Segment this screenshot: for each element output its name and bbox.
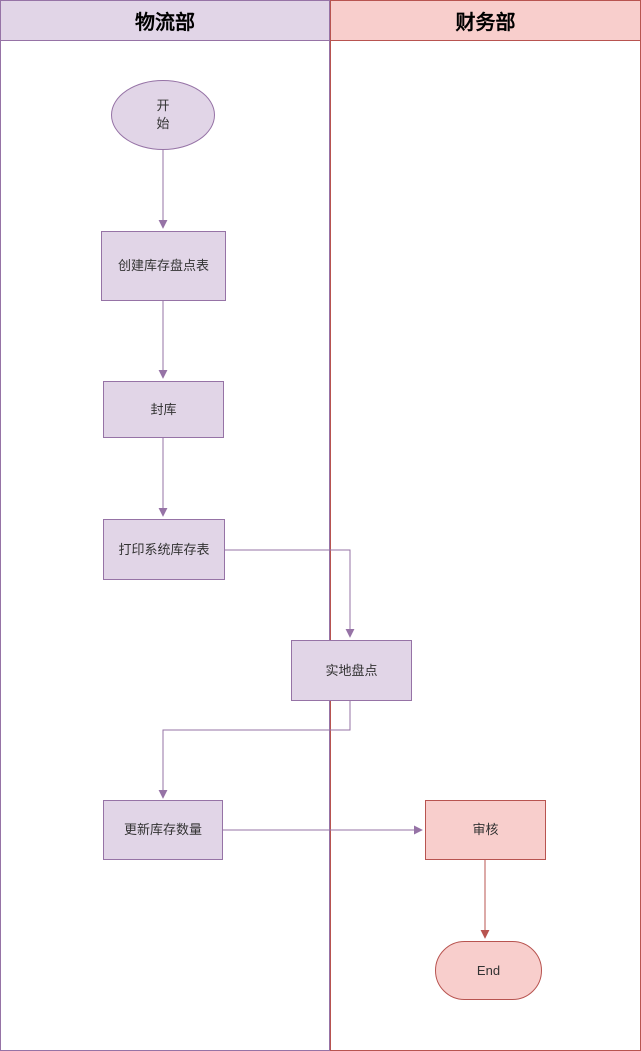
node-create-inventory-sheet-label: 创建库存盘点表: [117, 258, 209, 274]
node-start-label: 开始: [156, 98, 170, 131]
node-seal-warehouse: 封库: [103, 381, 224, 438]
lane-logistics: 物流部: [0, 0, 330, 1051]
node-update-inventory-qty: 更新库存数量: [103, 800, 223, 860]
lane-header-logistics: 物流部: [1, 1, 329, 41]
lane-logistics-title: 物流部: [135, 12, 195, 34]
node-audit-label: 审核: [472, 822, 499, 838]
lane-finance-title: 财务部: [455, 12, 516, 34]
node-print-system-inventory: 打印系统库存表: [103, 519, 225, 580]
lane-header-finance: 财务部: [331, 1, 640, 41]
node-seal-warehouse-label: 封库: [150, 401, 177, 417]
node-physical-count-label: 实地盘点: [325, 662, 378, 678]
node-physical-count: 实地盘点: [291, 640, 412, 701]
node-start: 开始: [111, 80, 215, 150]
lane-finance: 财务部: [330, 0, 641, 1051]
node-update-inventory-qty-label: 更新库存数量: [123, 822, 202, 838]
node-audit: 审核: [425, 800, 546, 860]
arrow-print-to-count: [225, 549, 355, 638]
node-end-label: End: [476, 962, 501, 978]
node-create-inventory-sheet: 创建库存盘点表: [101, 231, 226, 301]
arrow-count-to-update: [158, 701, 351, 799]
node-end: End: [435, 941, 542, 1000]
node-print-system-inventory-label: 打印系统库存表: [118, 541, 210, 557]
